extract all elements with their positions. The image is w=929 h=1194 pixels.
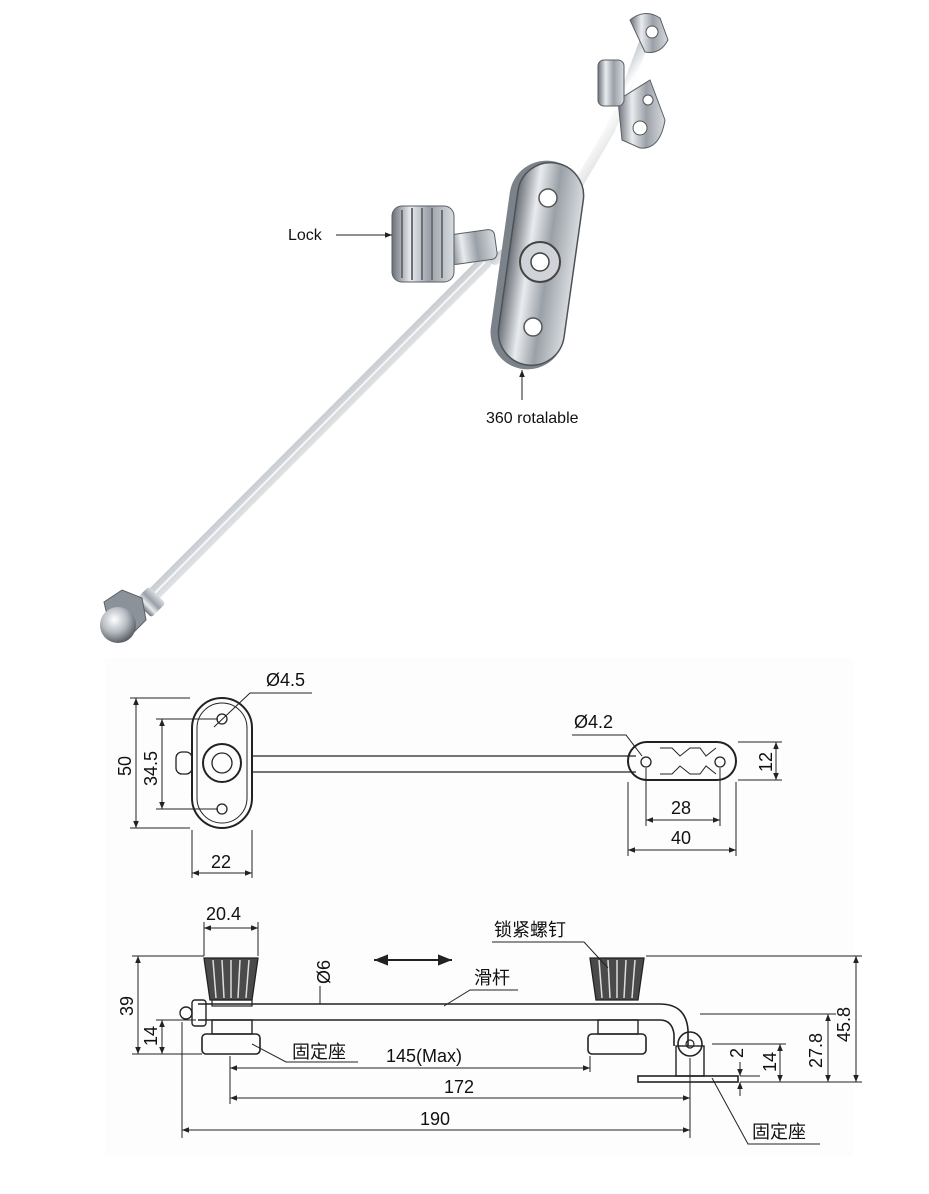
label-fixed-seat-right: 固定座 [752,1122,806,1143]
label-fixed-seat-left: 固定座 [292,1042,346,1063]
side-rod-bend [659,1003,689,1046]
leader-slide-rod [443,989,518,1007]
leader-dia-4-5 [213,692,312,728]
leader-dia-4-2 [572,734,643,757]
side-right-pin [685,1039,695,1049]
side-right-pin-boss [677,1031,703,1057]
top-left-center-boss [202,743,242,783]
label-50: 50 [115,756,135,776]
side-view-drawing [132,922,862,1145]
label-14-left: 14 [141,1026,161,1046]
label-27-8: 27.8 [806,1033,826,1068]
label-190: 190 [420,1109,450,1129]
acorn-cap [100,607,136,643]
top-right-bracket [627,741,737,781]
label-dia-6: Ø6 [314,960,334,984]
rotate-label: 360 rotalable [486,410,579,427]
label-14-right: 14 [760,1052,780,1072]
label-22: 22 [211,852,231,872]
top-view-drawing [130,692,782,878]
label-45-8: 45.8 [834,1007,854,1042]
top-right-bracket-slots [660,747,717,775]
end-bracket [597,13,669,149]
label-28: 28 [671,798,691,818]
lock-label: Lock [288,227,323,244]
label-34-5: 34.5 [141,751,161,786]
side-left-seat-neck [211,1019,253,1035]
label-slide-rod: 滑杆 [474,968,510,989]
label-12: 12 [756,752,776,772]
label-145-max: 145(Max) [386,1046,462,1066]
side-view-labels: 20.4 Ø6 锁紧螺钉 滑杆 固定座 145(Max) 172 190 39 … [117,904,854,1143]
lock-knob [391,205,498,283]
top-right-hole-right [714,756,726,768]
top-view-labels: Ø4.5 Ø4.2 50 34.5 22 28 40 12 [115,670,776,872]
leader-fixed-seat-left [251,1043,358,1063]
label-39: 39 [117,996,137,1016]
label-dia-4-2: Ø4.2 [574,712,613,732]
side-right-seat-neck [597,1019,639,1035]
label-172: 172 [444,1077,474,1097]
label-20-4: 20.4 [206,904,241,924]
product-photo: Lock 360 rotalable [100,13,669,643]
rod-collar [135,587,165,617]
top-right-hole-left [640,756,652,768]
leader-lock-screw [492,941,609,969]
top-left-plate-inner [196,702,248,824]
label-40: 40 [671,828,691,848]
side-left-cap [179,1006,193,1020]
top-left-center-hole [211,752,233,774]
leader-fixed-seat-right [711,1077,820,1145]
top-left-knob-stub [175,751,193,775]
side-right-bracket-foot [637,1075,739,1083]
label-lock-screw: 锁紧螺钉 [494,920,566,941]
oval-base-plate [490,160,585,370]
label-dia-4-5: Ø4.5 [266,670,305,690]
label-2: 2 [727,1048,747,1058]
